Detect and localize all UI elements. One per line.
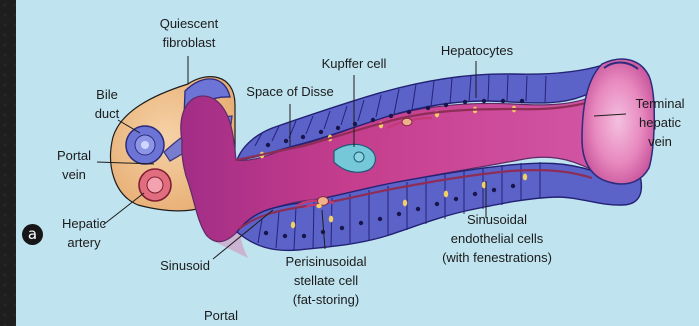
label-kupffer-cell: Kupffer cell [322,56,387,71]
label-portal: Portal [204,308,238,323]
label-perisinusoidal-stellate-line3: (fat-storing) [293,292,359,307]
liver-sinusoid-diagram: Quiescent fibroblast Bile duct Portal ve… [16,0,699,326]
label-quiescent-fibroblast-line2: fibroblast [163,35,216,50]
label-sinusoidal-endothelial-line2: endothelial cells [451,231,544,246]
diagram-panel: Quiescent fibroblast Bile duct Portal ve… [16,0,699,326]
label-sinusoidal-endothelial-line1: Sinusoidal [467,212,527,227]
label-sinusoid: Sinusoid [160,258,210,273]
label-terminal-hepatic-vein-line1: Terminal [635,96,684,111]
label-quiescent-fibroblast-line1: Quiescent [160,16,219,31]
label-bile-duct-line1: Bile [96,87,118,102]
hepatic-artery [139,169,171,201]
bile-duct [126,126,164,164]
label-portal-vein-line2: vein [62,167,86,182]
label-hepatic-artery-line1: Hepatic [62,216,107,231]
leader-hepatic-artery [103,193,144,225]
label-bile-duct-line2: duct [95,106,120,121]
label-space-of-disse: Space of Disse [246,84,333,99]
label-perisinusoidal-stellate-line1: Perisinusoidal [286,254,367,269]
label-portal-vein-line1: Portal [57,148,91,163]
label-terminal-hepatic-vein-line2: hepatic [639,115,681,130]
label-sinusoidal-endothelial-line3: (with fenestrations) [442,250,552,265]
label-hepatocytes: Hepatocytes [441,43,514,58]
label-hepatic-artery-line2: artery [67,235,101,250]
label-terminal-hepatic-vein-line3: vein [648,134,672,149]
label-perisinusoidal-stellate-line2: stellate cell [294,273,358,288]
figure-panel-label: a [22,224,43,245]
